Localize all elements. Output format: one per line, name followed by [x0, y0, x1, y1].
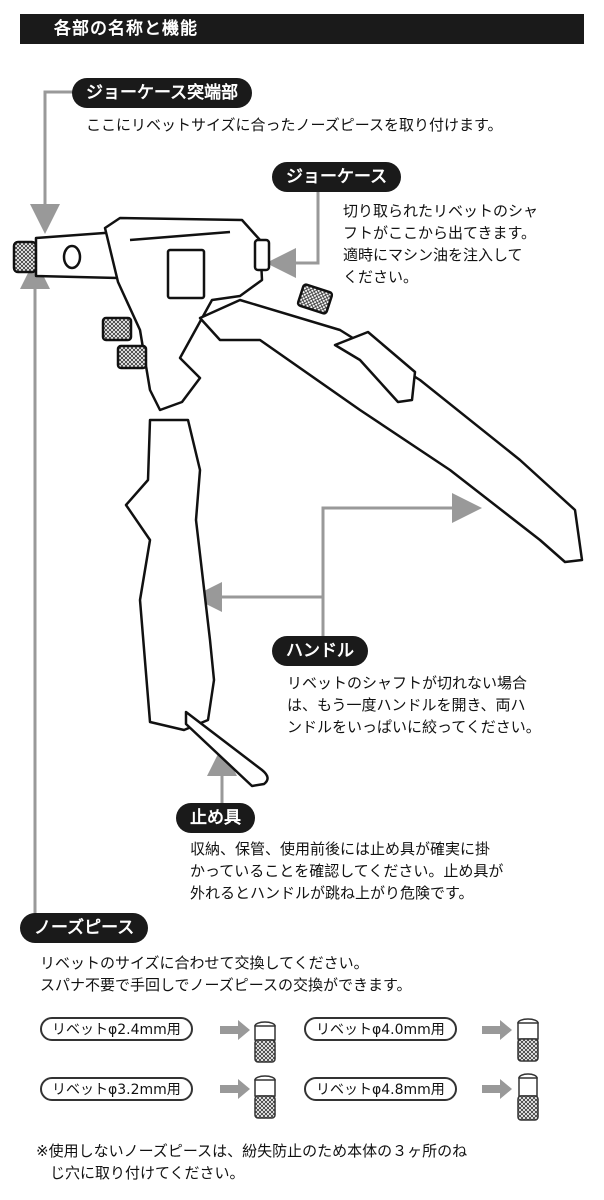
- desc-nose-piece: リベットのサイズに合わせて交換してください。 スパナ不要で手回しでノーズピースの…: [40, 952, 412, 996]
- section-header: 各部の名称と機能: [20, 14, 584, 44]
- label-jaw-tip: ジョーケース突端部: [72, 78, 253, 108]
- nose-size-chip-2-4: リベットφ2.4mm用: [40, 1017, 193, 1041]
- desc-line: リベットのシャフトが切れない場合: [287, 674, 528, 692]
- nose-piece-4-0-icon: [517, 1018, 539, 1062]
- label-handle: ハンドル: [272, 636, 368, 666]
- label-nose-piece: ノーズピース: [20, 913, 149, 943]
- tool-body: [12, 216, 584, 788]
- chip-arrows: [220, 1020, 512, 1099]
- nose-piece-3-2-icon: [254, 1075, 276, 1119]
- nose-piece-4-8-icon: [517, 1073, 539, 1121]
- footnote: ※使用しないノーズピースは、紛失防止のため本体の３ヶ所のね じ穴に取り付けてくだ…: [36, 1140, 576, 1184]
- desc-line: は、もう一度ハンドルを開き、両ハ: [287, 696, 526, 714]
- desc-line: 適時にマシン油を注入して: [343, 246, 523, 264]
- desc-jaw-tip: ここにリベットサイズに合ったノーズピースを取り付けます。: [86, 116, 503, 134]
- desc-handle: リベットのシャフトが切れない場合 は、もう一度ハンドルを開き、両ハ ンドルをいっ…: [287, 672, 541, 738]
- label-jaw-case: ジョーケース: [272, 162, 402, 192]
- footnote-line: じ穴に取り付けてください。: [50, 1164, 245, 1182]
- nose-piece-2-4-icon: [254, 1021, 276, 1063]
- desc-line: フトがここから出てきます。: [343, 224, 537, 242]
- footnote-line: ※使用しないノーズピースは、紛失防止のため本体の３ヶ所のね: [36, 1142, 468, 1160]
- desc-line: かっていることを確認してください。止め具が: [190, 862, 504, 880]
- desc-line: 収納、保管、使用前後には止め具が確実に掛: [190, 840, 491, 858]
- desc-line: スパナ不要で手回しでノーズピースの交換ができます。: [40, 976, 412, 994]
- nose-size-chip-4-0: リベットφ4.0mm用: [304, 1017, 457, 1041]
- desc-line: 切り取られたリベットのシャ: [343, 202, 539, 220]
- desc-line: ください。: [343, 268, 419, 286]
- arrow-handle-right: [321, 493, 482, 640]
- desc-jaw-case: 切り取られたリベットのシャ フトがここから出てきます。 適時にマシン油を注入して…: [343, 200, 538, 288]
- desc-line: 外れるとハンドルが跳ね上がり危険です。: [190, 884, 474, 902]
- nose-piece-icons: [254, 1018, 539, 1121]
- nose-piece-knurl: [12, 240, 38, 274]
- nose-size-chip-4-8: リベットφ4.8mm用: [304, 1077, 457, 1101]
- spare-screw-3: [296, 283, 334, 315]
- nose-size-chip-3-2: リベットφ3.2mm用: [40, 1077, 193, 1101]
- spare-screw-2: [116, 344, 148, 370]
- spare-screw-1: [101, 316, 133, 342]
- desc-line: リベットのサイズに合わせて交換してください。: [40, 954, 369, 972]
- desc-line: ンドルをいっぱいに絞ってください。: [287, 718, 541, 736]
- desc-stopper: 収納、保管、使用前後には止め具が確実に掛 かっていることを確認してください。止め…: [190, 838, 503, 904]
- label-stopper: 止め具: [176, 803, 255, 833]
- arrow-jaw-tip: [30, 90, 75, 234]
- stopper-loop: [184, 710, 269, 788]
